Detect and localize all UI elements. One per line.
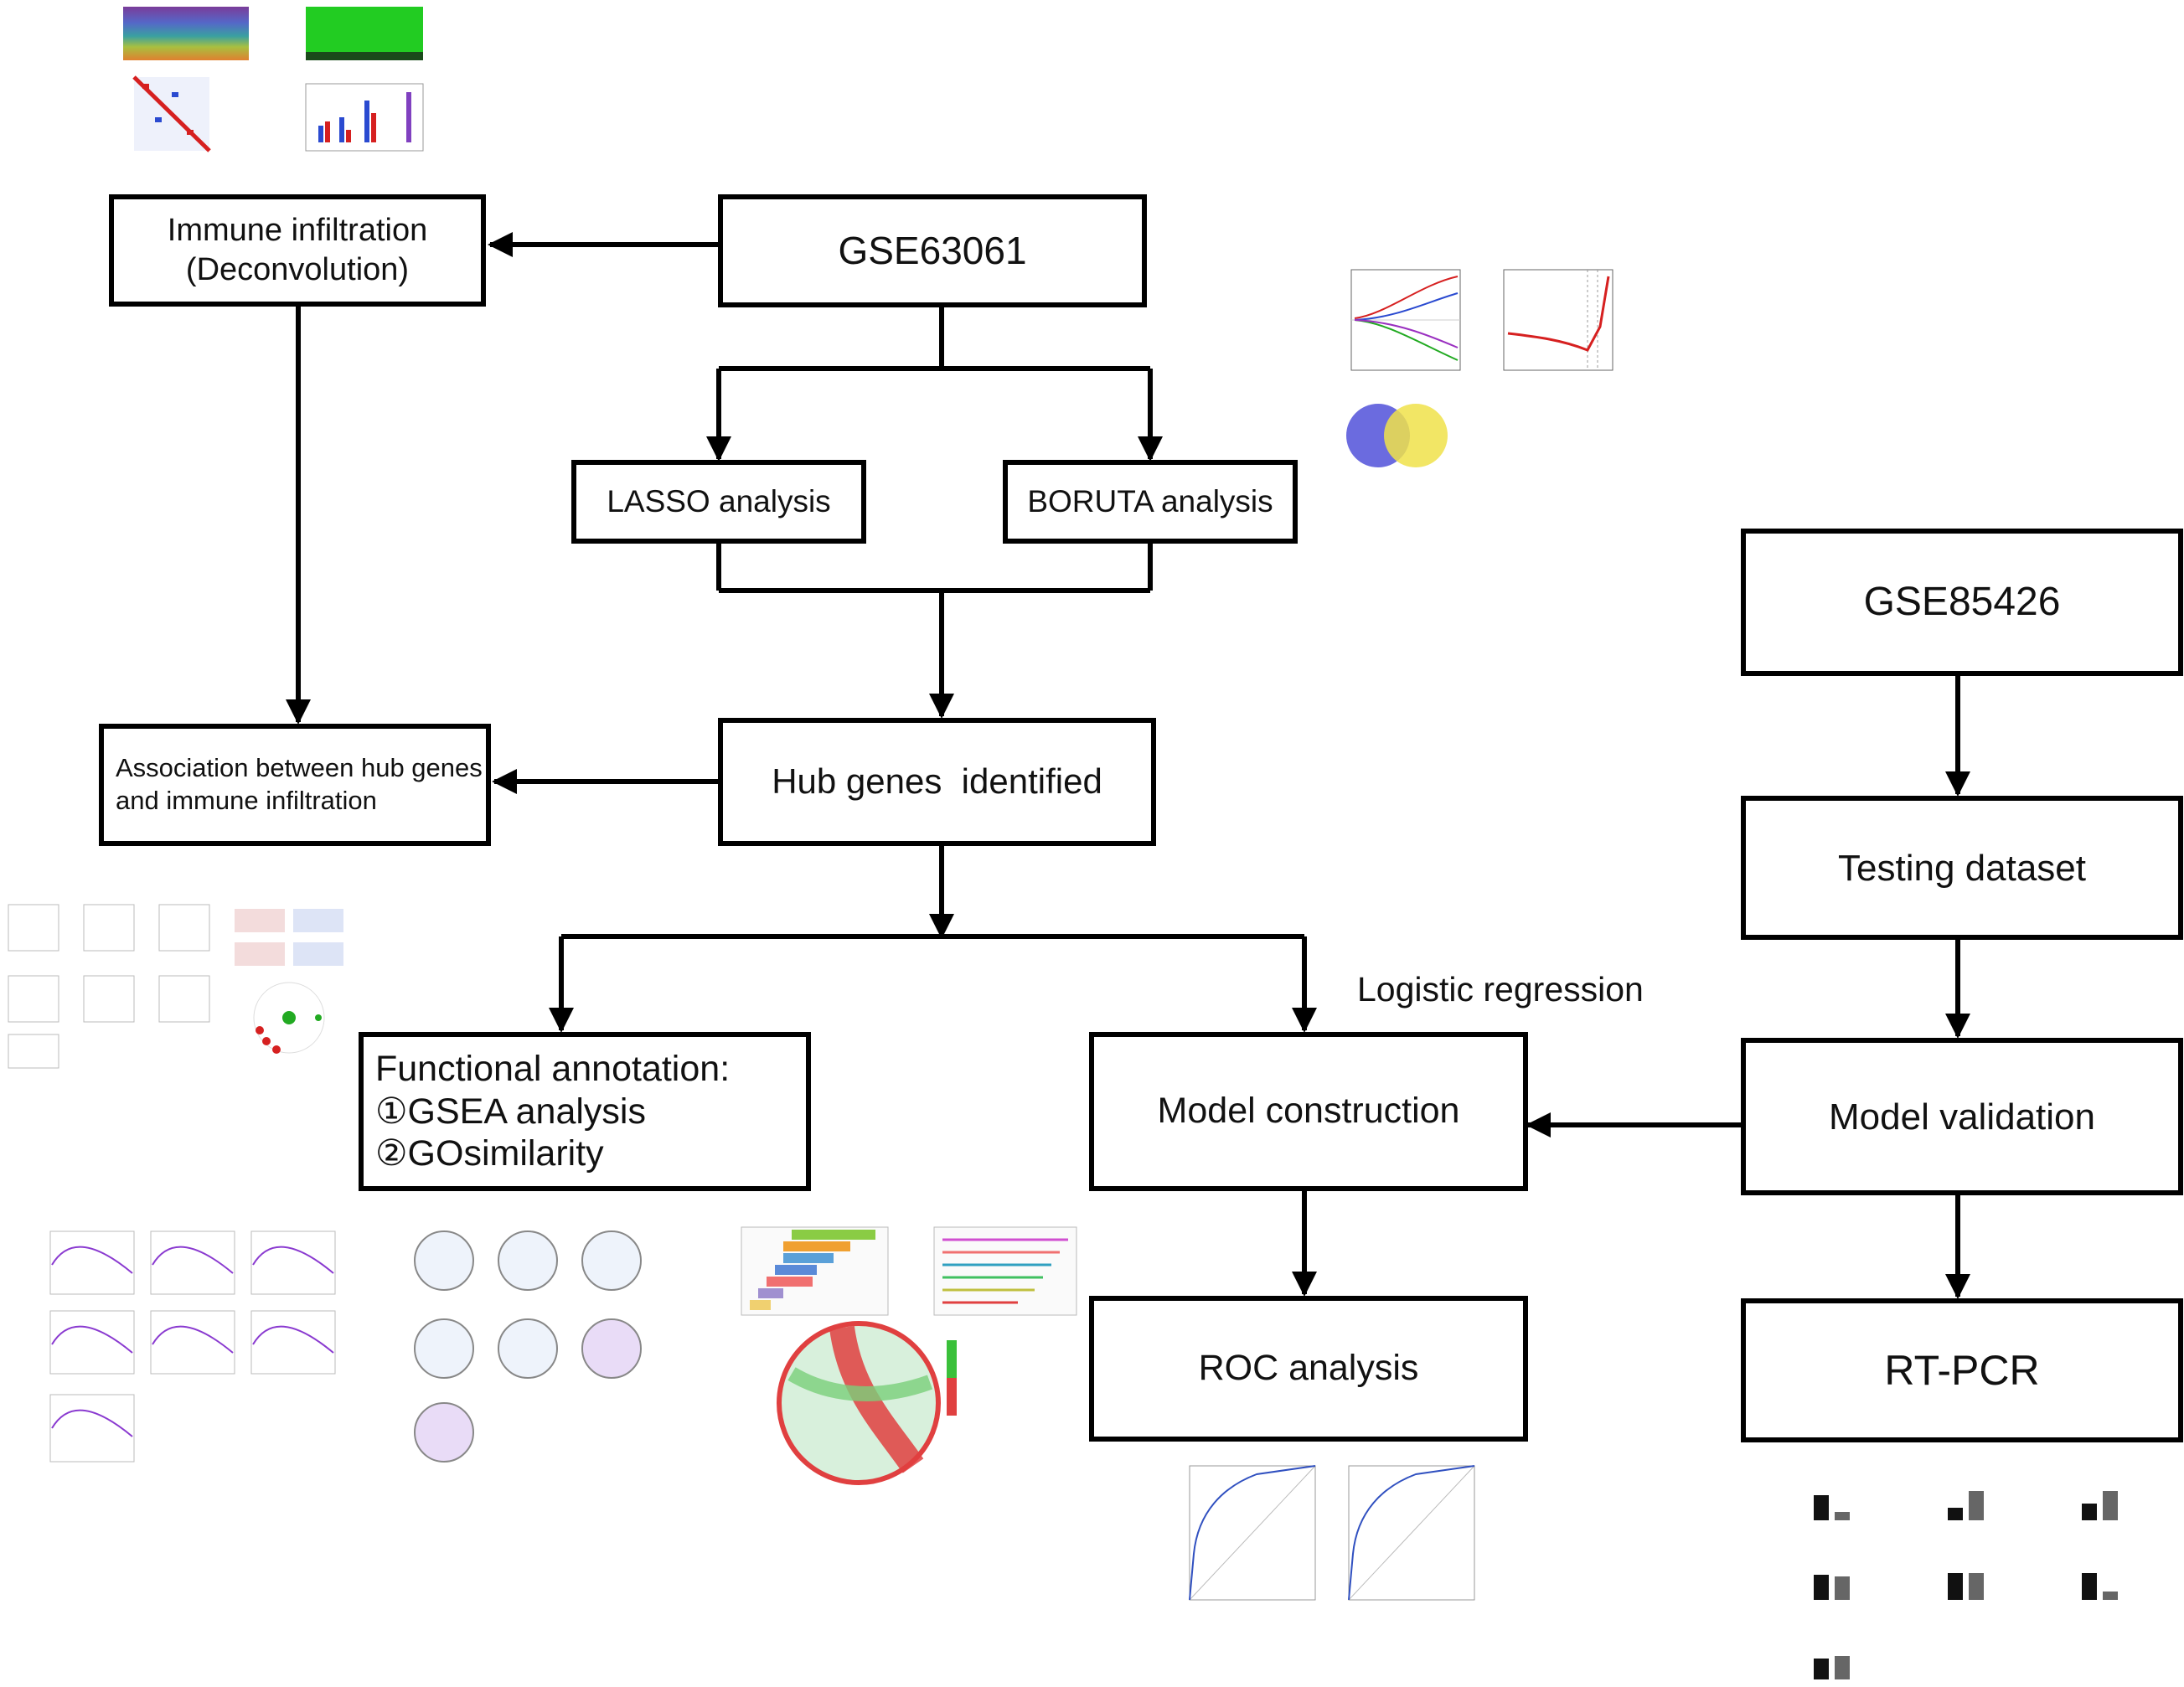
gsea-thumbnail: [49, 1230, 336, 1463]
gosimilarity-thumbnail: [414, 1230, 642, 1463]
importance-boxplot-panel: [741, 1226, 889, 1316]
gsea-enrichment-plots: [49, 1230, 336, 1463]
lasso-coefficient-panel: [1350, 269, 1461, 371]
green-heatmap-panel: [306, 7, 423, 60]
node-gse85426: GSE85426: [1741, 529, 2183, 676]
node-functional-item-gsea: ①GSEA analysis: [375, 1091, 646, 1132]
node-hub-genes: Hub genes identified: [718, 718, 1156, 846]
node-roc-analysis: ROC analysis: [1089, 1296, 1528, 1442]
immune-boxplot-panel: [305, 83, 424, 152]
roc-curve-panel-b: [1348, 1465, 1475, 1601]
venn-panel: [1346, 404, 1448, 467]
stacked-bar-panel: [123, 7, 249, 60]
node-model-validation: Model validation: [1741, 1038, 2183, 1195]
node-functional-item-gosimilarity: ②GOsimilarity: [375, 1133, 604, 1174]
node-association: Association between hub genes and immune…: [99, 724, 491, 846]
edge-label-logistic-regression: Logistic regression: [1357, 970, 1644, 1009]
rtpcr-bar-panels: [1814, 1491, 2118, 1679]
green-heatmap-bottom-band: [306, 52, 423, 60]
correlation-heatmaps: [235, 909, 343, 966]
go-circle-plots: [414, 1230, 642, 1463]
node-immune-label-2: (Deconvolution): [185, 252, 410, 287]
node-testing-dataset: Testing dataset: [1741, 796, 2183, 940]
node-model-construction-label: Model construction: [1157, 1091, 1460, 1132]
association-thumbnail: [8, 904, 343, 1069]
rtpcr-thumbnail: [1814, 1491, 2118, 1679]
lasso-cv-panel: [1503, 269, 1613, 371]
node-rt-pcr: RT-PCR: [1741, 1298, 2183, 1442]
node-immune-infiltration: Immune infiltration (Deconvolution): [109, 194, 486, 307]
node-functional-title: Functional annotation:: [375, 1048, 731, 1089]
node-gse63061: GSE63061: [718, 194, 1147, 307]
roc-curve-panel-a: [1189, 1465, 1316, 1601]
node-boruta: BORUTA analysis: [1003, 460, 1298, 544]
node-immune-label-1: Immune infiltration: [167, 212, 428, 248]
correlation-matrix-panel: [132, 75, 211, 152]
node-gse63061-label: GSE63061: [838, 228, 1027, 272]
correlation-scatter-panels: [8, 904, 210, 1069]
roc-thumbnail: [1189, 1465, 1475, 1601]
node-rt-pcr-label: RT-PCR: [1884, 1346, 2040, 1394]
node-functional-annotation: Functional annotation: ①GSEA analysis ②G…: [359, 1032, 811, 1191]
node-lasso: LASSO analysis: [571, 460, 866, 544]
importance-chord-thumbnail: [741, 1226, 1077, 1485]
node-hub-genes-label: Hub genes identified: [772, 761, 1102, 802]
node-gse85426-label: GSE85426: [1863, 580, 2061, 624]
immune-infiltration-thumbnail: [123, 7, 424, 152]
node-testing-label: Testing dataset: [1838, 847, 2086, 889]
importance-ridge-panel: [933, 1226, 1077, 1316]
node-roc-label: ROC analysis: [1198, 1348, 1419, 1389]
node-association-label-1: Association between hub genes: [116, 753, 483, 783]
node-boruta-label: BORUTA analysis: [1027, 483, 1273, 518]
node-model-construction: Model construction: [1089, 1032, 1528, 1191]
node-lasso-label: LASSO analysis: [607, 483, 831, 518]
node-association-label-2: and immune infiltration: [116, 786, 377, 815]
radial-network-panel: [253, 982, 325, 1054]
node-model-validation-label: Model validation: [1829, 1096, 2095, 1138]
lasso-boruta-thumbnail: [1346, 269, 1613, 467]
chord-diagram-panel: [777, 1321, 957, 1485]
